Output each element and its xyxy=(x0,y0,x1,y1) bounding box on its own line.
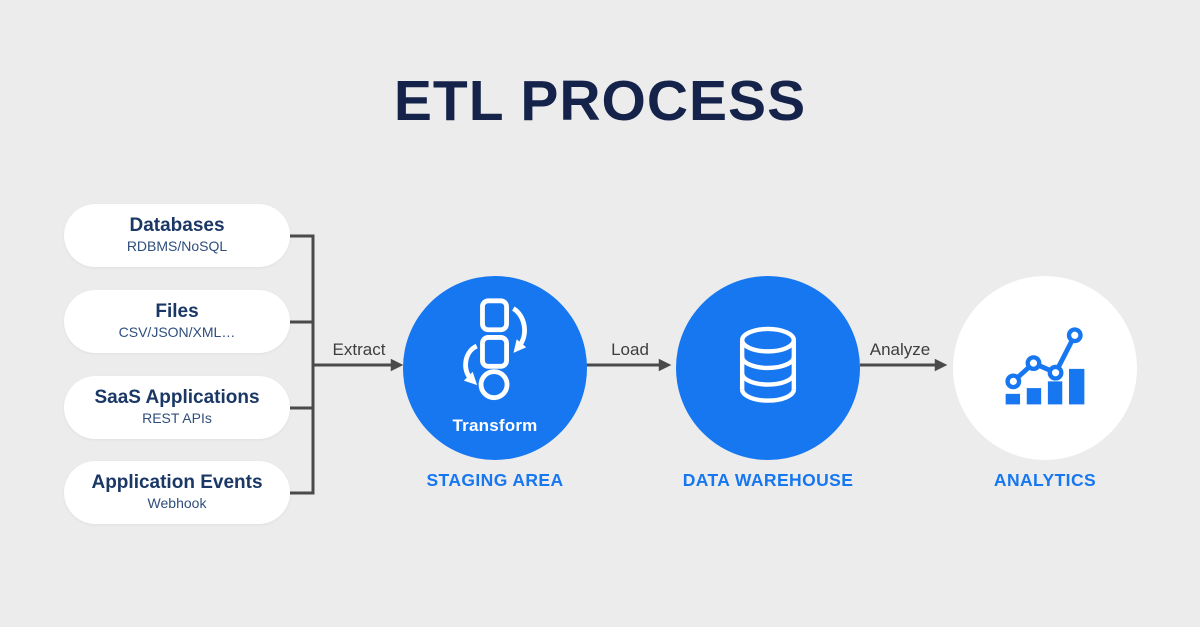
data-warehouse-label: DATA WAREHOUSE xyxy=(682,470,854,490)
source-subtitle: REST APIs xyxy=(142,410,212,427)
source-title: SaaS Applications xyxy=(94,387,260,409)
data-warehouse-circle xyxy=(676,276,860,460)
bar-line-chart-icon xyxy=(997,322,1093,415)
page-title: ETL PROCESS xyxy=(393,69,807,133)
load-label: Load xyxy=(611,340,649,359)
source-pill-saas-applications: SaaS Applications REST APIs xyxy=(64,376,290,439)
source-bracket-line xyxy=(290,234,315,495)
source-pill-application-events: Application Events Webhook xyxy=(64,461,290,524)
source-pill-databases: Databases RDBMS/NoSQL xyxy=(64,204,290,267)
extract-label: Extract xyxy=(332,340,386,359)
transform-cycle-icon xyxy=(451,296,539,407)
analyze-label: Analyze xyxy=(869,340,931,359)
transform-badge: Transform xyxy=(452,416,538,435)
analytics-circle xyxy=(953,276,1137,460)
analytics-label: ANALYTICS xyxy=(993,470,1097,490)
staging-area-label: STAGING AREA xyxy=(426,470,564,490)
source-title: Application Events xyxy=(91,472,263,494)
source-subtitle: RDBMS/NoSQL xyxy=(126,238,228,255)
source-pill-files: Files CSV/JSON/XML… xyxy=(64,290,290,353)
source-title: Files xyxy=(155,301,199,323)
source-subtitle: Webhook xyxy=(147,495,207,512)
staging-area-circle: Transform xyxy=(403,276,587,460)
source-subtitle: CSV/JSON/XML… xyxy=(118,324,236,341)
database-cylinder-icon xyxy=(729,324,807,413)
source-title: Databases xyxy=(129,215,225,237)
